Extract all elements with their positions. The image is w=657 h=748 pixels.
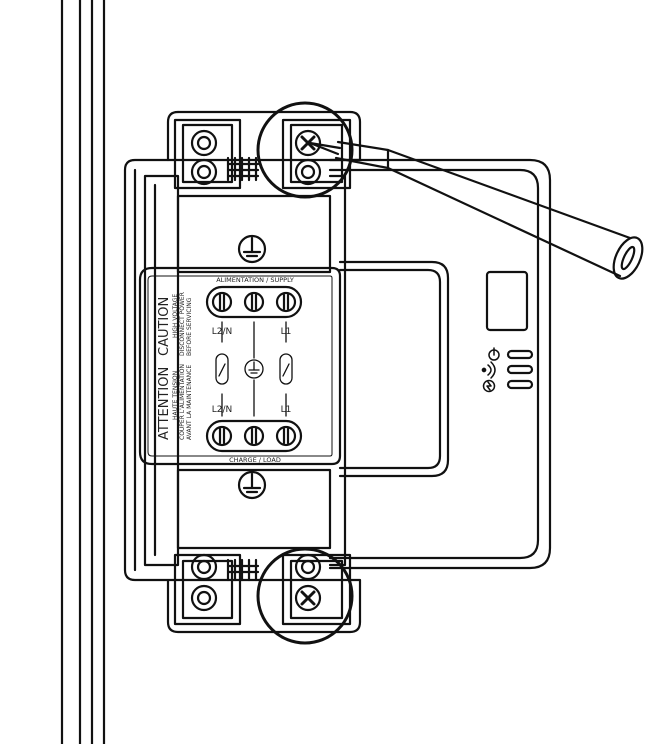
- screw-icon: [294, 129, 322, 612]
- top-mounting-ears: [173, 118, 352, 190]
- terminal-l2n-top: L2/N: [212, 327, 233, 337]
- couper-text: COUPER L'ALIMENTATION: [179, 364, 186, 440]
- haute-tension-text: HAUTE TENSION: [172, 371, 179, 420]
- terminal-l1-bottom: L1: [281, 405, 292, 415]
- wifi-icon: [481, 361, 496, 379]
- ground-symbol-icon: [237, 234, 267, 500]
- terminal-l1-top: L1: [281, 327, 292, 337]
- avant-text: AVANT LA MAINTENANCE: [186, 365, 193, 440]
- before-servicing-text: BEFORE SERVICING: [186, 297, 193, 356]
- terminal-label-plate: [138, 266, 342, 466]
- caution-heading: CAUTION: [157, 297, 172, 356]
- terminal-l2n-bottom: L2/N: [212, 405, 233, 415]
- power-symbol-icon: [482, 379, 496, 393]
- load-label: CHARGE / LOAD: [229, 456, 281, 464]
- screw-hole-icon: [190, 129, 322, 612]
- disconnect-text: DISCONNECT POWER: [179, 292, 186, 356]
- terminal-block-supply: [205, 285, 303, 319]
- device-housing: [328, 158, 552, 570]
- supply-label: ALIMENTATION / SUPPLY: [216, 276, 294, 284]
- power-icon: [488, 347, 500, 361]
- terminal-block-load: [205, 419, 303, 453]
- wiring-schematic: [215, 321, 293, 417]
- screwdriver-icon: [308, 140, 644, 280]
- mounting-plate: [123, 110, 362, 634]
- device-body: [176, 194, 332, 550]
- wall-edge: [60, 0, 106, 746]
- attention-heading: ATTENTION: [157, 367, 172, 440]
- high-voltage-text: HIGH VOLTAGE: [172, 294, 179, 338]
- led-indicator-icon: [506, 349, 534, 390]
